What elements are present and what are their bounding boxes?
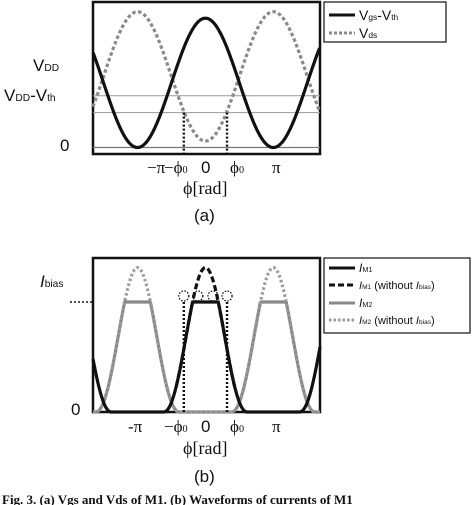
chart-a-xtick-pi: π (272, 158, 281, 177)
chart-b-legend-im2-nobias: IM2 (without Ibias) (359, 315, 435, 327)
chart-b-marker-phi0 (221, 290, 233, 302)
chart-b-xtick-pi: π (272, 417, 281, 436)
chart-a-legend: Vgs-Vth Vds (323, 1, 447, 43)
chart-a-xtick-0: 0 (201, 158, 210, 177)
chart-a-guides (182, 112, 229, 154)
chart-b-xtick-0: 0 (201, 417, 210, 436)
chart-b-panel-label: (b) (194, 467, 215, 486)
figure-caption: Fig. 3. (a) Vgs and Vds of M1. (b) Wavef… (2, 492, 353, 505)
chart-a-series (91, 10, 322, 150)
chart-a-xtick-phi0: ϕ0 (230, 158, 244, 177)
chart-b-xtick-neg-pi: -π (128, 417, 143, 436)
chart-a-frame (91, 0, 322, 156)
chart-a-series-vgs (91, 16, 322, 150)
chart-a-xtick-neg-pi: −π (147, 158, 166, 177)
chart-b-legend-im1-nobias: IM1 (without Ibias) (359, 280, 435, 292)
chart-a-xtick-neg-phi0: −ϕ0 (164, 158, 188, 177)
chart-a-xlabel: ϕ[rad] (183, 178, 227, 198)
chart-b-series-im2-nobias (93, 266, 320, 414)
chart-b-frame (91, 256, 322, 414)
chart-b-xtick-phi0: ϕ0 (230, 417, 244, 436)
chart-b-legend: IM1 IM1 (without Ibias) IM2 IM2 (without… (323, 257, 471, 334)
chart-a-panel-label: (a) (194, 206, 215, 225)
chart-b: Ibias 0 -π −ϕ0 0 ϕ0 π ϕ[rad] (b) IM1 IM1… (40, 256, 471, 486)
chart-b-legend-im1: IM1 (359, 261, 372, 275)
chart-b-ytick-0: 0 (71, 400, 80, 419)
chart-b-legend-im2: IM2 (359, 296, 372, 310)
chart-b-series-im1 (91, 300, 322, 414)
chart-b-guides (178, 290, 233, 412)
chart-b-xlabel: ϕ[rad] (183, 438, 227, 458)
chart-b-marker-pos-mid (207, 290, 219, 302)
chart-a-legend-box (323, 1, 447, 43)
chart-b-marker-neg-mid (192, 290, 204, 302)
chart-a-ytick-vdd-vth: VDD-Vth (4, 86, 56, 105)
chart-a: VDD VDD-Vth 0 −π −ϕ0 0 ϕ0 π ϕ[rad] (a) V… (4, 0, 447, 225)
chart-b-ytick-ibias: Ibias (40, 272, 63, 291)
chart-a-ytick-vdd: VDD (33, 56, 59, 75)
chart-a-series-vds (91, 10, 322, 143)
chart-b-series-im2 (93, 300, 320, 414)
chart-b-marker-neg-phi0 (178, 290, 190, 302)
chart-a-ytick-0: 0 (60, 136, 69, 155)
chart-b-xtick-neg-phi0: −ϕ0 (164, 417, 188, 436)
chart-b-series (91, 266, 322, 414)
chart-a-grid (93, 95, 320, 149)
